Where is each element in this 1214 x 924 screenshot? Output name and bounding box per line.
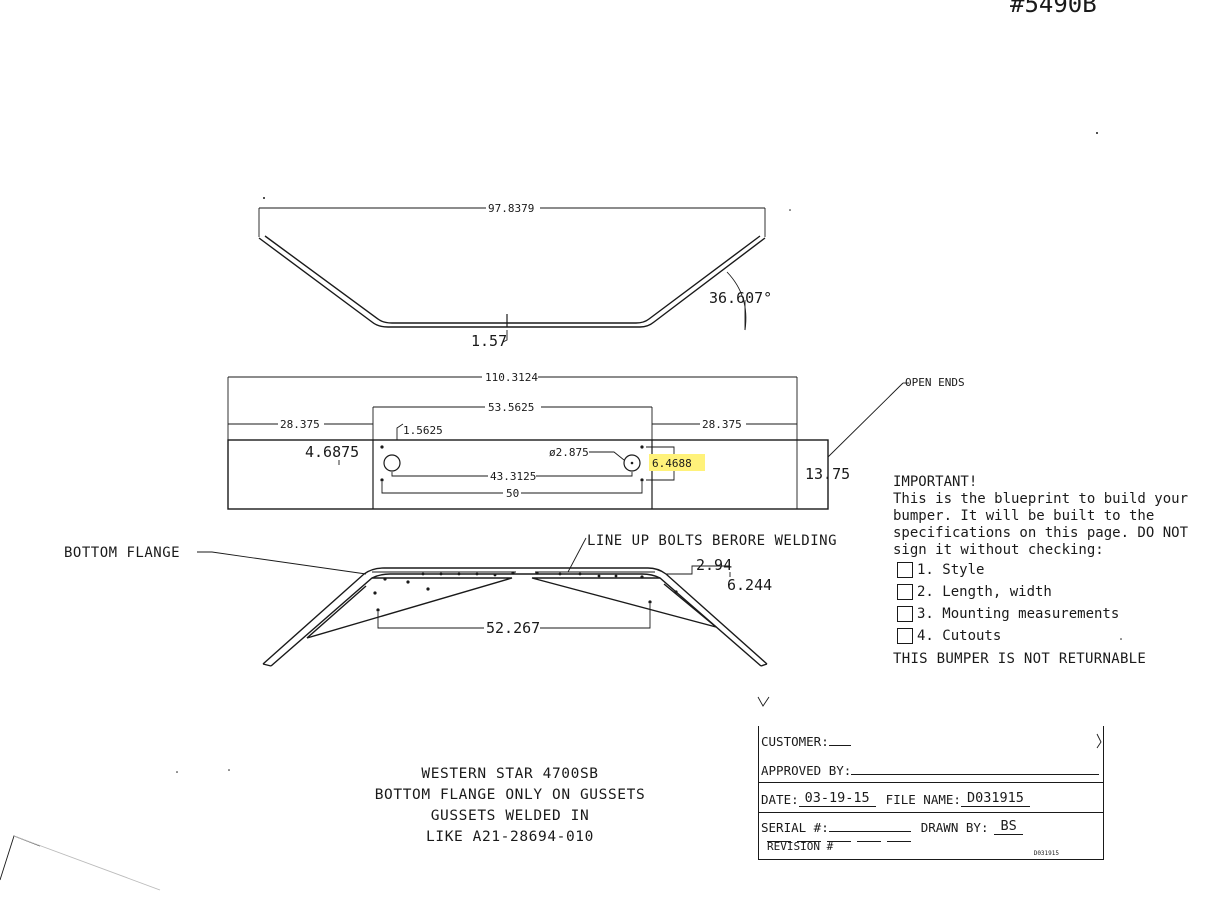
edge-offset-dim: 1.5625: [403, 424, 443, 437]
left-wing-dim: 28.375: [280, 418, 320, 431]
flange-bolt-holes: [373, 571, 678, 612]
important-heading: IMPORTANT!: [893, 474, 978, 490]
hole-height-dim: 4.6875: [305, 443, 359, 461]
title-line: GUSSETS WELDED IN: [430, 808, 590, 824]
checklist-item-style[interactable]: 1. Style: [897, 559, 1193, 581]
bottom-view: BOTTOM FLANGE LINE UP BOLTS BERORE WELDI…: [64, 533, 837, 667]
checkbox-cutouts[interactable]: [897, 628, 913, 644]
scan-specks: [0, 132, 1122, 891]
checklist-item-mounting[interactable]: 3. Mounting measurements: [897, 603, 1193, 625]
bolt-span-dim: 52.267: [486, 619, 540, 637]
sheet-mark: #5490B: [1010, 0, 1097, 18]
outer-spacing-dim: 50: [506, 487, 519, 500]
date-label: DATE:: [761, 792, 799, 807]
top-view: 97.8379 36.607° 1.57: [258, 201, 772, 350]
checkbox-style[interactable]: [897, 562, 913, 578]
right-wing-dim: 28.375: [702, 418, 742, 431]
approved-field[interactable]: [851, 773, 1099, 775]
title-line: WESTERN STAR 4700SB: [421, 766, 599, 782]
title-line: BOTTOM FLANGE ONLY ON GUSSETS: [374, 787, 646, 803]
serial-row: SERIAL #: DRAWN BY: BS: [759, 818, 1103, 835]
file-name-value: D031915: [960, 790, 1030, 807]
serial-field[interactable]: [828, 830, 911, 832]
approved-row: APPROVED BY:: [759, 763, 1103, 778]
checkbox-length-width[interactable]: [897, 584, 913, 600]
title-line: LIKE A21-28694-010: [426, 829, 594, 845]
customer-label: CUSTOMER:: [761, 734, 829, 749]
important-body: This is the blueprint to build your bump…: [893, 491, 1189, 558]
not-returnable-warning: THIS BUMPER IS NOT RETURNABLE: [893, 651, 1147, 667]
approval-box: CUSTOMER: APPROVED BY: DATE: 03-19-15 FI…: [758, 726, 1104, 860]
center-width-dim: 53.5625: [488, 401, 534, 414]
right-mount-hole: [623, 454, 641, 472]
gusset-height-dim: 6.244: [727, 576, 772, 594]
drawn-by-label: DRAWN BY:: [920, 820, 989, 835]
open-ends-label: OPEN ENDS: [905, 376, 965, 389]
date-row: DATE: 03-19-15 FILE NAME: D031915: [759, 790, 1103, 807]
top-angle-dim: 36.607°: [709, 289, 772, 307]
customer-row: CUSTOMER:: [759, 734, 1103, 749]
drawn-by-value: BS: [994, 818, 1023, 835]
top-depth-dim: 1.57: [471, 332, 507, 350]
serial-label: SERIAL #:: [761, 820, 829, 835]
date-value: 03-19-15: [798, 790, 876, 807]
checklist-item-cutouts[interactable]: 4. Cutouts: [897, 625, 1193, 647]
front-length-dim: 110.3124: [485, 371, 538, 384]
height-dim: 13.75: [805, 465, 850, 483]
highlight-marker: [649, 454, 705, 471]
important-note: IMPORTANT! This is the blueprint to buil…: [893, 474, 1193, 668]
footer-code: D031915: [1033, 850, 1059, 857]
customer-field[interactable]: [828, 744, 851, 746]
gusset-offset-dim: 2.94: [696, 556, 732, 574]
file-name-label: FILE NAME:: [885, 792, 961, 807]
checklist-label: 1. Style: [917, 561, 985, 578]
checklist-label: 3. Mounting measurements: [917, 605, 1120, 622]
left-mount-hole: [383, 454, 401, 472]
weld-note: LINE UP BOLTS BERORE WELDING: [587, 533, 837, 549]
drawing-title-block: WESTERN STAR 4700SB BOTTOM FLANGE ONLY O…: [340, 764, 680, 848]
revision-row: REVISION #: [759, 840, 1103, 853]
checklist-item-length-width[interactable]: 2. Length, width: [897, 581, 1193, 603]
inner-spacing-dim: 43.3125: [490, 470, 536, 483]
left-gusset: [306, 577, 513, 639]
top-length-dim: 97.8379: [488, 202, 534, 215]
highlighted-dim: 6.4688: [652, 457, 692, 470]
revision-label: REVISION #: [767, 840, 834, 853]
checklist-label: 4. Cutouts: [917, 627, 1002, 644]
bottom-flange-label: BOTTOM FLANGE: [64, 545, 180, 561]
checklist-label: 2. Length, width: [917, 583, 1052, 600]
hole-diameter-dim: ø2.875: [549, 446, 589, 459]
right-gusset: [531, 577, 717, 628]
approved-label: APPROVED BY:: [761, 763, 852, 778]
front-view: 110.3124 53.5625 28.375 28.375 1.5625 4.…: [227, 370, 965, 510]
checkbox-mounting[interactable]: [897, 606, 913, 622]
